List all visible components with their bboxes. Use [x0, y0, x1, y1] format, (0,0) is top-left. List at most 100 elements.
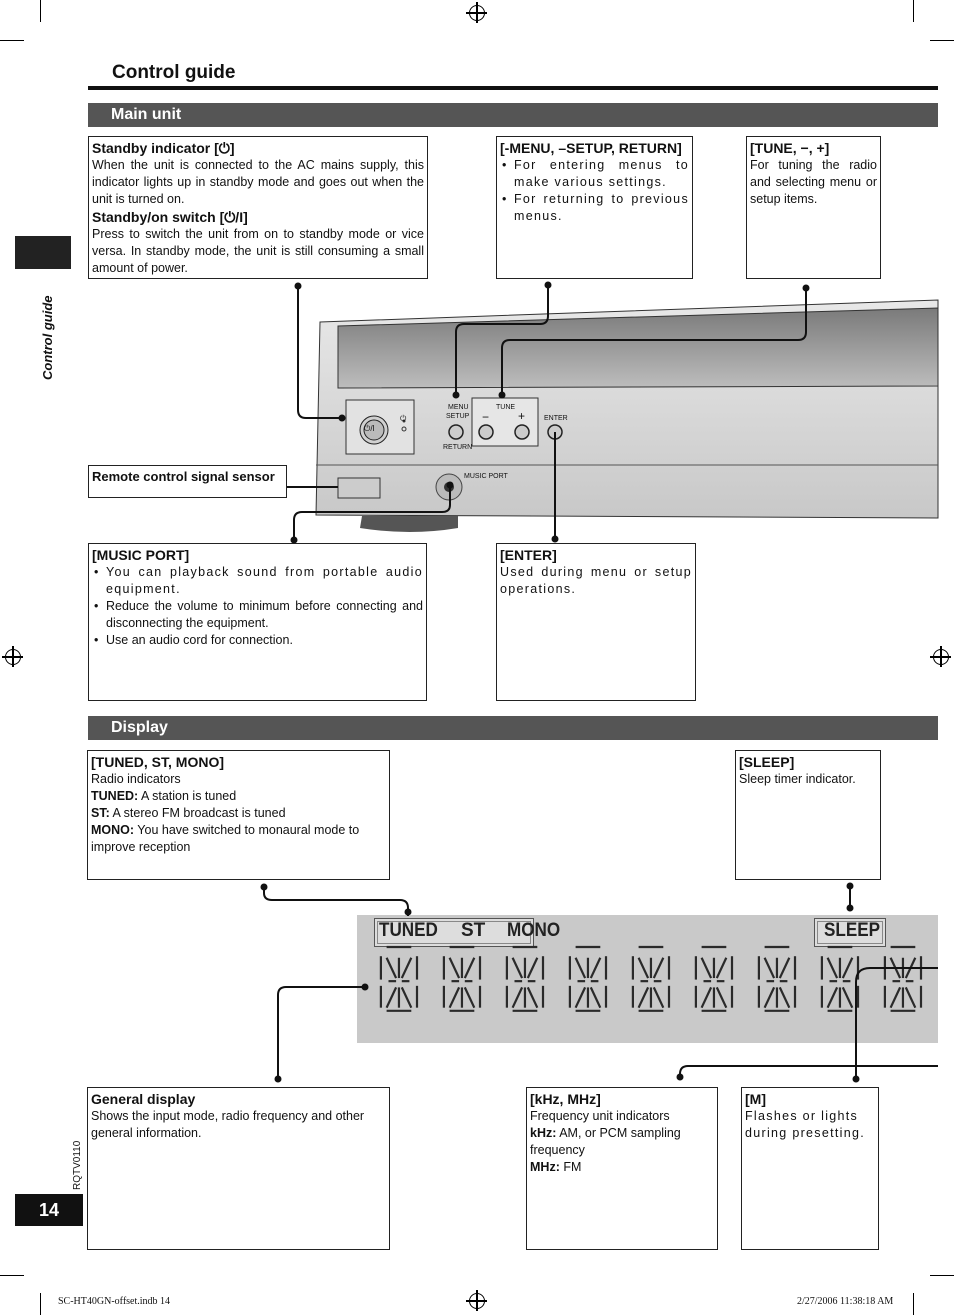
lcd-digit	[820, 945, 860, 1012]
lcd-segment	[700, 957, 713, 979]
section-heading-main-unit: Main unit	[88, 103, 938, 127]
callout-standby: Standby indicator [⏻] When the unit is c…	[88, 136, 428, 279]
lcd-digit	[379, 945, 419, 1012]
term-label: MHz:	[530, 1160, 560, 1174]
main-unit-illustration	[315, 299, 939, 532]
lcd-segment	[715, 986, 728, 1009]
lcd-segment	[778, 986, 791, 1009]
callout-title: Standby indicator [⏻]	[92, 140, 235, 156]
callout-text: Shows the input mode, radio frequency an…	[91, 1109, 365, 1140]
term-text: A station is tuned	[138, 789, 237, 803]
lcd-digit	[505, 945, 545, 1012]
title-rule	[88, 86, 938, 90]
lcd-segment	[778, 957, 791, 979]
footer-timestamp: 2/27/2006 11:38:18 AM	[797, 1296, 894, 1307]
lcd-digit	[568, 945, 608, 1012]
lcd-segment	[763, 957, 776, 979]
lcd-segment	[652, 957, 665, 979]
callout-tuned-st-mono: [TUNED, ST, MONO] Radio indicators TUNED…	[87, 750, 390, 880]
term-label: MONO:	[91, 823, 135, 837]
lcd-segment	[652, 986, 665, 1009]
callout-text: For tuning the radio and selecting menu …	[750, 158, 877, 206]
lcd-st-indicator: ST	[461, 920, 486, 941]
callout-text: Press to switch the unit from on to stan…	[92, 227, 424, 275]
term-text: AM, or PCM sampling frequency	[530, 1126, 681, 1157]
lcd-segment	[511, 957, 524, 979]
lcd-display: TUNED ST MONO SLEEP	[357, 915, 938, 1043]
registration-mark-icon	[2, 646, 23, 667]
callout-text: Radio indicators	[91, 772, 181, 786]
list-item: Reduce the volume to minimum before conn…	[92, 598, 423, 632]
callout-title: [SLEEP]	[739, 754, 795, 770]
side-tab-marker	[15, 236, 71, 269]
list-item: For entering menus to make various setti…	[500, 157, 689, 191]
lcd-segment	[448, 986, 461, 1009]
callout-general-display: General display Shows the input mode, ra…	[87, 1087, 390, 1250]
term-text: A stereo FM broadcast is tuned	[109, 806, 286, 820]
callout-sleep: [SLEEP] Sleep timer indicator.	[735, 750, 881, 880]
lcd-segment	[526, 957, 539, 979]
lcd-segment	[841, 957, 854, 979]
power-button-label: ⏻/I	[364, 424, 375, 433]
lcd-segment	[763, 986, 776, 1009]
lcd-tuned-indicator: TUNED	[379, 920, 438, 941]
music-port-label: MUSIC PORT	[464, 473, 508, 480]
lcd-segment	[715, 957, 728, 979]
lcd-digit	[631, 945, 671, 1012]
callout-title: [-MENU, –SETUP, RETURN]	[500, 140, 682, 156]
callout-title: [M]	[745, 1091, 766, 1107]
term-label: TUNED:	[91, 789, 139, 803]
page-title: Control guide	[112, 62, 236, 83]
list-item: You can playback sound from portable aud…	[92, 564, 423, 598]
callout-title: [TUNED, ST, MONO]	[91, 754, 224, 770]
lcd-segment	[463, 986, 476, 1009]
menu-label: MENU	[448, 404, 469, 411]
lcd-segment	[574, 957, 587, 979]
callout-remote-sensor: Remote control signal sensor	[88, 465, 287, 498]
tune-minus-label: −	[482, 410, 490, 424]
list-item: Use an audio cord for connection.	[92, 632, 423, 649]
callout-enter: [ENTER] Used during menu or setup operat…	[496, 543, 696, 701]
callout-title: General display	[91, 1091, 196, 1107]
list-item: For returning to previous menus.	[500, 191, 689, 225]
lcd-segment	[511, 986, 524, 1009]
lcd-segment	[400, 986, 413, 1009]
lcd-digit	[442, 945, 482, 1012]
footer-file-name: SC-HT40GN-offset.indb 14	[58, 1296, 171, 1307]
lcd-segment	[589, 986, 602, 1009]
lcd-segment	[385, 957, 398, 979]
lcd-segment	[385, 986, 398, 1009]
lcd-segment	[463, 957, 476, 979]
callout-title: [TUNE, −, +]	[750, 140, 830, 156]
lcd-segment	[826, 986, 839, 1009]
lcd-digit	[757, 945, 797, 1012]
standby-indicator-label: ⏻	[400, 414, 407, 423]
lcd-segment	[904, 986, 917, 1009]
callout-text: Used during menu or setup operations.	[500, 565, 692, 596]
callout-title: [kHz, MHz]	[530, 1091, 601, 1107]
registration-mark-icon	[930, 646, 951, 667]
lcd-segment	[448, 957, 461, 979]
lcd-segment	[400, 957, 413, 979]
callout-text: Flashes or lights during presetting.	[745, 1109, 865, 1140]
lcd-digit-segments	[379, 945, 923, 1012]
term-label: ST:	[91, 806, 110, 820]
callout-title: [MUSIC PORT]	[92, 547, 190, 563]
callout-music-port: [MUSIC PORT] You can playback sound from…	[88, 543, 427, 701]
lcd-segment	[526, 986, 539, 1009]
callout-text: When the unit is connected to the AC mai…	[92, 158, 424, 206]
page-number: 14	[15, 1194, 83, 1226]
callout-title: [ENTER]	[500, 547, 557, 563]
lcd-sleep-indicator: SLEEP	[824, 920, 881, 941]
lcd-segment	[637, 957, 650, 979]
lcd-segment	[826, 957, 839, 979]
lcd-segment	[637, 986, 650, 1009]
callout-title: Remote control signal sensor	[92, 469, 275, 484]
setup-label: SETUP	[446, 413, 470, 420]
lcd-digit	[694, 945, 734, 1012]
term-label: kHz:	[530, 1126, 557, 1140]
section-heading-display: Display	[88, 716, 938, 740]
enter-label: ENTER	[544, 415, 568, 422]
callout-m: [M] Flashes or lights during presetting.	[741, 1087, 879, 1250]
